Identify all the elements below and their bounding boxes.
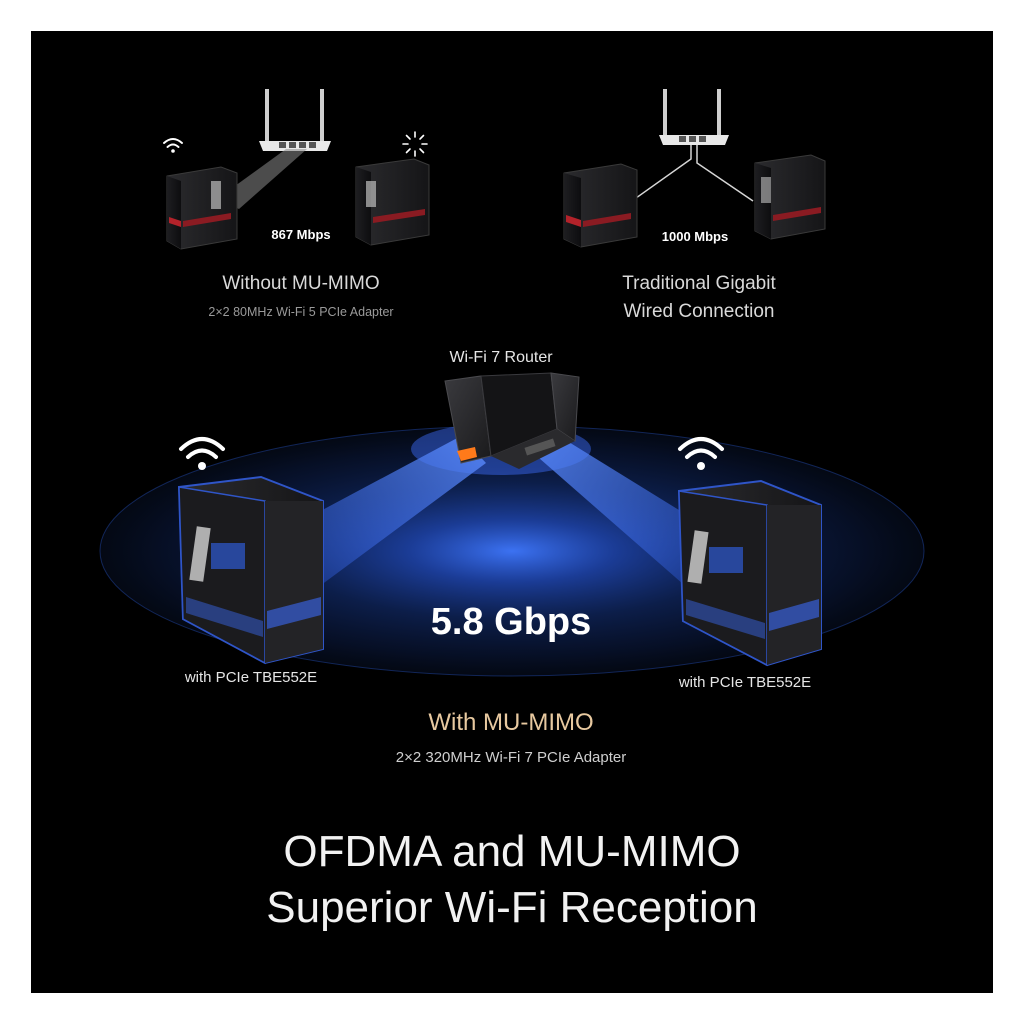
router-antenna [320,89,324,147]
headline-line1: OFDMA and MU-MIMO [283,827,741,876]
without-mumimo-title: Without MU-MIMO [222,273,380,294]
router-label: Wi-Fi 7 Router [449,349,553,366]
wired-title-line2: Wired Connection [623,301,775,322]
wired-title-line1: Traditional Gigabit [622,273,776,294]
diagram-art [99,89,925,677]
infographic-panel: 867 Mbps Without MU-MIMO 2×2 80MHz Wi-Fi… [31,31,993,993]
top-right-scene [563,89,826,248]
wifi-icon [179,437,225,470]
wifi-icon [163,138,183,153]
without-mumimo-speed: 867 Mbps [271,227,331,242]
with-mumimo-subtitle: 2×2 320MHz Wi-Fi 7 PCIe Adapter [395,749,627,766]
top-left-scene [163,89,430,250]
pc-tower-icon [177,475,324,665]
router-icon [659,135,729,145]
loading-spinner-icon [402,131,428,157]
signal-beam-right [531,431,721,591]
right-pc-label: with PCIe TBE552E [678,674,812,691]
left-pc-label: with PCIe TBE552E [184,669,318,686]
wifi-icon [678,437,724,470]
pc-tower-icon [355,158,430,246]
wired-speed: 1000 Mbps [661,229,729,244]
signal-beam [217,149,307,209]
router-icon [444,372,580,469]
router-antenna [663,89,667,141]
signal-beam-left [283,436,486,591]
router-antenna [265,89,269,147]
without-mumimo-subtitle: 2×2 80MHz Wi-Fi 5 PCIe Adapter [208,305,394,319]
pc-tower-icon [754,154,826,240]
mumimo-speed: 5.8 Gbps [430,601,592,643]
mu-mimo-scene [99,372,925,677]
with-mumimo-title: With MU-MIMO [428,709,594,736]
router-antenna [717,89,721,141]
router-icon [259,141,331,151]
pc-tower-icon [563,163,638,248]
ethernet-cable [628,145,692,204]
ethernet-cable [696,145,754,202]
headline-line2: Superior Wi-Fi Reception [266,883,758,932]
pc-tower-icon [166,166,238,250]
pc-tower-icon [677,479,822,667]
